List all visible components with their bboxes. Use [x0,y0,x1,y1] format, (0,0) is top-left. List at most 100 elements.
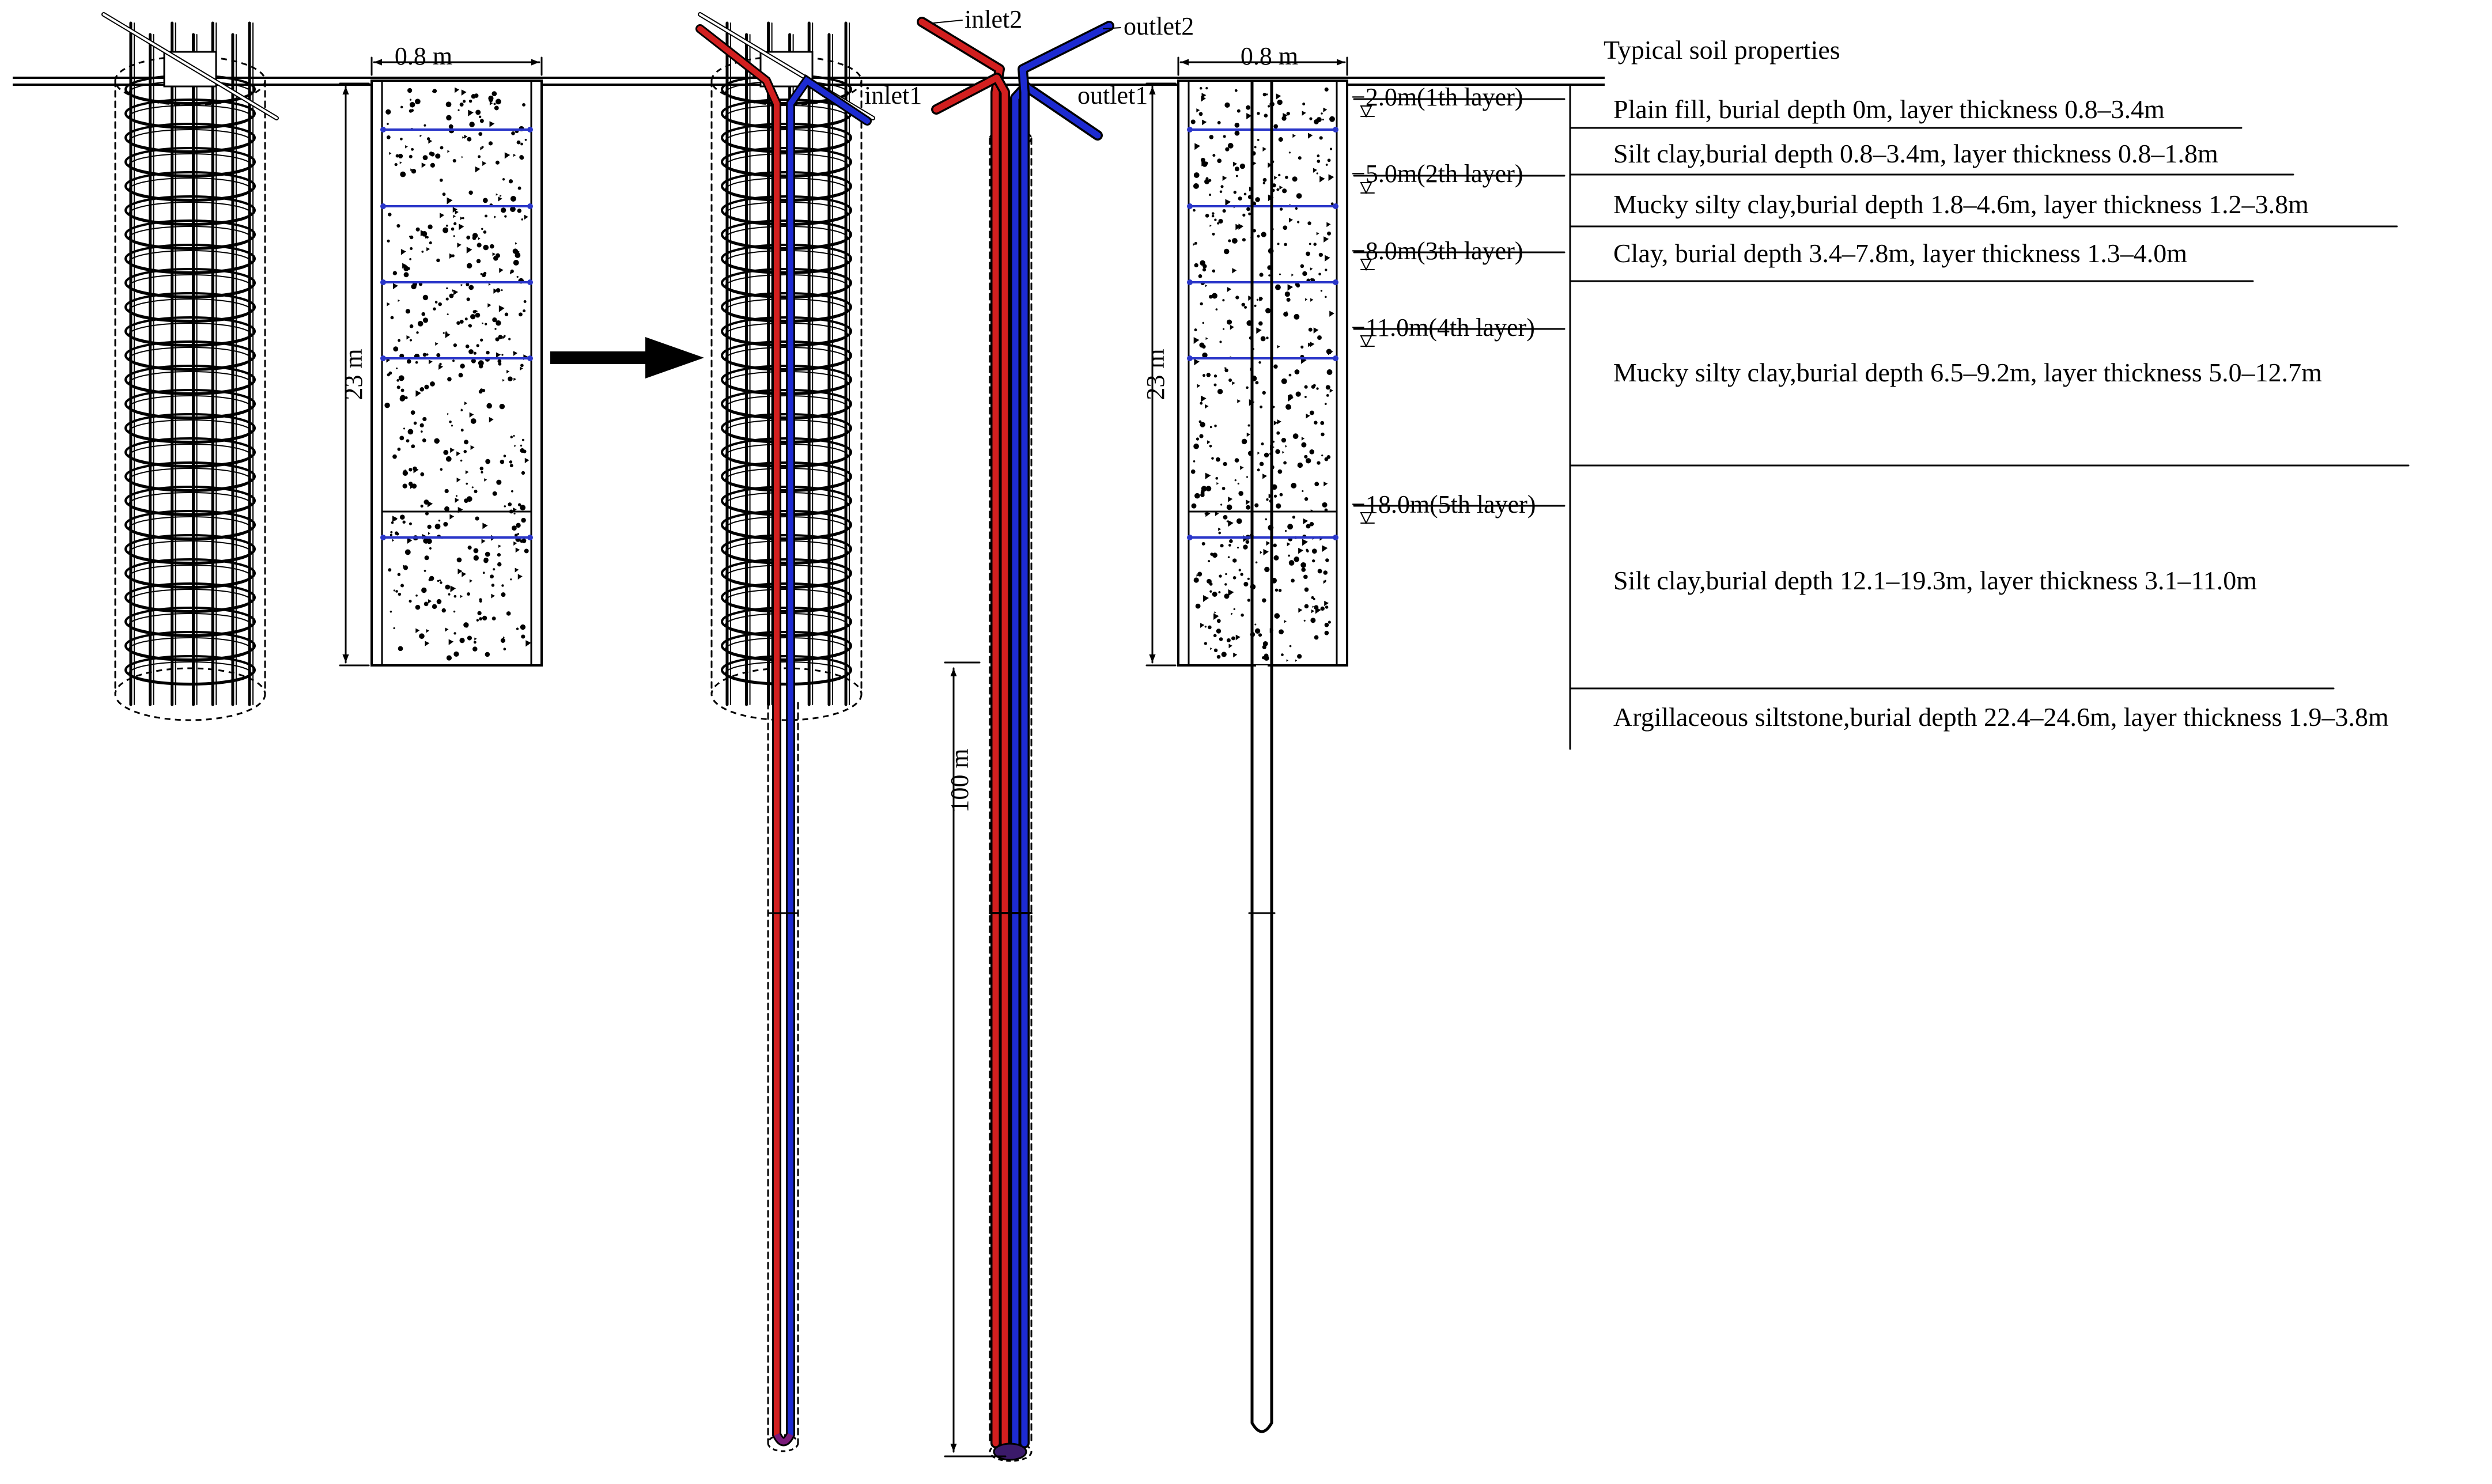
aggregate [1225,573,1227,576]
aggregate [404,396,408,400]
aggregate [419,633,425,639]
aggregate [443,332,445,334]
aggregate [1232,558,1237,563]
aggregate [1190,119,1196,124]
aggregate [1201,96,1206,102]
aggregate [1217,222,1220,225]
sensor-node [1333,355,1338,361]
aggregate [424,384,429,389]
aggregate [494,215,497,219]
aggregate [460,283,463,287]
aggregate [428,359,433,365]
inlet-pipe-2 [918,18,1003,1447]
aggregate [1310,267,1313,271]
aggregate [1233,608,1235,611]
aggregate [413,466,417,471]
aggregate [409,109,413,113]
aggregate [1216,619,1221,623]
aggregate [1205,161,1208,165]
aggregate [403,266,409,271]
aggregate [1306,251,1310,256]
aggregate [1219,190,1223,193]
outlet2-leader [1103,27,1121,29]
aggregate [1266,541,1270,546]
aggregate [1200,302,1203,306]
aggregate [1302,111,1306,116]
aggregate [480,338,483,342]
aggregate [1316,387,1319,390]
aggregate [455,495,457,497]
aggregate [515,547,520,553]
aggregate [489,417,494,423]
cage-hoop-inner [128,661,252,686]
aggregate [1307,342,1312,347]
aggregate [1275,588,1279,592]
aggregate [1218,531,1221,535]
aggregate [1220,185,1224,188]
aggregate [1204,179,1210,184]
aggregate [1216,457,1220,462]
aggregate [1275,284,1281,290]
aggregate [504,505,506,508]
aggregate [486,350,490,355]
aggregate [1291,274,1294,277]
aggregate [1322,119,1324,121]
aggregate [467,592,471,596]
aggregate [1327,158,1331,162]
aggregate [1209,582,1213,586]
aggregate [513,434,515,437]
aggregate [453,632,456,635]
aggregate [435,153,441,159]
aggregate [475,109,481,115]
aggregate [1304,587,1309,592]
aggregate [445,332,451,338]
layer-elevation-labels: −2.0m(1th layer) −5.0m(2th layer) −8.0m(… [1351,83,1536,518]
aggregate [1296,193,1302,199]
aggregate [392,454,397,459]
aggregate [1202,268,1207,272]
aggregate [457,569,463,574]
aggregate [468,324,470,327]
sensor-node [380,535,386,540]
aggregate [390,611,392,613]
aggregate [422,294,429,301]
aggregate [1227,319,1232,325]
aggregate [413,421,417,425]
aggregate [1219,574,1222,578]
aggregate [524,138,527,141]
aggregate [451,227,455,231]
aggregate [416,331,419,334]
aggregate [444,506,450,512]
aggregate [1312,559,1315,563]
cage-hoop [124,123,256,153]
aggregate [1279,629,1284,635]
aggregate [424,555,429,561]
aggregate [476,259,481,264]
aggregate [516,275,519,278]
aggregate [1302,102,1306,106]
aggregate [1319,176,1325,183]
aggregate [415,361,418,364]
aggregate [493,568,496,571]
aggregate [1310,342,1315,347]
aggregate [513,154,516,157]
cage-hoop [124,365,256,395]
aggregate [400,137,403,141]
aggregate [1326,394,1329,397]
length-label-borehole: 100 m [946,748,974,812]
reinforcement-cage-left [101,12,279,721]
aggregate [1193,443,1199,449]
aggregate [519,155,524,160]
aggregate [496,288,501,293]
aggregate [434,523,441,529]
aggregate [420,504,423,508]
aggregate [1298,547,1304,554]
aggregate [468,109,474,116]
aggregate [521,634,525,639]
width-label-right: 0.8 m [1241,42,1298,70]
aggregate [1234,130,1240,136]
aggregate [409,600,412,603]
aggregate [1232,381,1235,385]
aggregate [394,518,398,521]
aggregate [453,595,457,598]
